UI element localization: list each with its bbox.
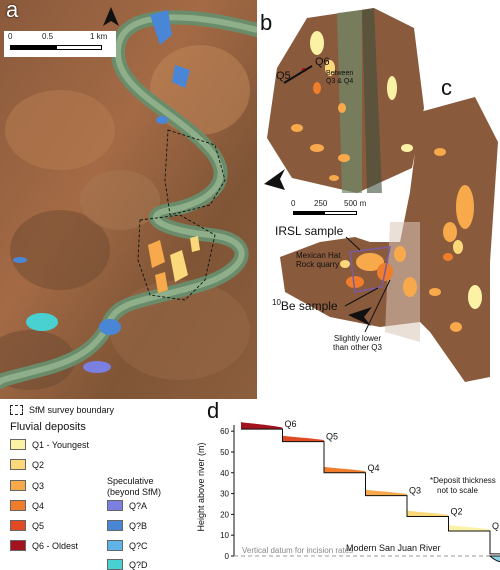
legend-q3-label: Q3 [32, 480, 45, 491]
chart-ylabel: Height above river (m) [196, 442, 206, 531]
be-label-text: Be sample [280, 299, 338, 313]
legend-item-qb: Q?B [107, 520, 147, 531]
deposit-q2 [407, 510, 449, 517]
legend-item-qc: Q?C [107, 540, 148, 551]
b-scale-bar-fill [294, 212, 325, 214]
panel-b-letter: b [260, 10, 273, 35]
legend-qa-label: Q?A [129, 500, 148, 511]
terrace-label-q2: Q2 [451, 506, 463, 516]
legend-q6-label: Q6 - Oldest [32, 540, 79, 551]
legend-item-q1: Q1 - Youngest [10, 439, 89, 450]
swatch-q4 [10, 500, 26, 511]
label-slightly-lower: Slightly lower than other Q3 [333, 334, 382, 352]
datum-label: Vertical datum for incision rates [242, 546, 353, 555]
legend-qb-label: Q?B [129, 520, 148, 531]
north-arrow-b-icon [264, 169, 285, 190]
panel-c-leaders [344, 236, 391, 333]
terrace-profile-line [241, 428, 500, 555]
scale-tick-end: 1 km [90, 32, 108, 41]
legend: SfM survey boundary Fluvial deposits Spe… [0, 402, 190, 570]
dashed-box-icon [10, 405, 23, 415]
y-tick-label-60: 60 [220, 427, 229, 436]
deposit-q1 [448, 525, 490, 532]
panel-a-letter: a [6, 0, 19, 22]
y-tick-label-20: 20 [220, 510, 229, 519]
legend-q1-label: Q1 - Youngest [32, 439, 90, 450]
label-between-q3-q4: Between Q3 & Q4 [326, 70, 354, 85]
panel-c-letter: c [441, 75, 452, 100]
swatch-q1 [10, 439, 26, 450]
terrace-label-q4: Q4 [368, 463, 380, 473]
terrace-chart: Height above river (m) 0 10 20 30 40 50 60 Q6Q… [196, 419, 500, 563]
legend-item-q4: Q4 [10, 500, 44, 511]
river-channel [488, 555, 500, 563]
y-tick-label-50: 50 [220, 448, 229, 457]
terrace-label-q3: Q3 [409, 486, 421, 496]
label-q6: Q6 [315, 56, 330, 68]
legend-item-qa: Q?A [107, 500, 147, 511]
panel-a-scalebar: 0 0.5 1 km [4, 31, 116, 57]
legend-survey-boundary: SfM survey boundary [10, 405, 114, 415]
b-scale-bar-track [293, 211, 357, 215]
panel-a-map: a 0 0.5 1 km [0, 0, 257, 399]
river-label: Modern San Juan River [346, 543, 441, 553]
legend-qc-label: Q?C [129, 540, 148, 551]
swatch-qb [107, 520, 123, 531]
y-tick-label-40: 40 [220, 469, 229, 478]
y-tick-label-10: 10 [220, 531, 229, 540]
deposit-q5 [282, 435, 324, 442]
legend-item-q3: Q3 [10, 480, 44, 491]
label-be-sample: 10Be sample [272, 298, 338, 313]
be-superscript: 10 [272, 298, 281, 307]
deposit-q6 [241, 422, 283, 430]
north-arrow-icon [103, 7, 119, 26]
deposit-q4 [324, 466, 366, 473]
legend-item-q2: Q2 [10, 459, 44, 470]
swatch-qa [107, 500, 123, 511]
swatch-q3 [10, 480, 26, 491]
legend-speculative-title: Speculative (beyond SfM) [107, 476, 162, 497]
terrace-label-q5: Q5 [326, 432, 338, 442]
terrace-label-q1: Q1 [492, 521, 500, 531]
legend-item-q5: Q5 [10, 520, 44, 531]
panel-c-imagery [280, 97, 498, 382]
legend-q4-label: Q4 [32, 500, 45, 511]
b-scale-tick-mid: 250 [314, 199, 328, 208]
terrace-label-q6: Q6 [285, 419, 297, 429]
panel-b-scalebar: 0 250 500 m [288, 199, 368, 221]
panel-d-letter: d [207, 398, 220, 423]
legend-item-qd: Q?D [107, 559, 148, 570]
north-arrow-c-icon [348, 307, 372, 326]
panel-a-imagery [0, 0, 257, 399]
label-quarry: Mexican Hat Rock quarry [296, 251, 341, 269]
scale-bar-fill [11, 46, 57, 49]
swatch-q5 [10, 520, 26, 531]
deposit-q3 [365, 489, 407, 496]
b-scale-tick-0: 0 [291, 199, 296, 208]
legend-survey-label: SfM survey boundary [29, 405, 115, 415]
legend-qd-label: Q?D [129, 559, 148, 570]
swatch-q2 [10, 459, 26, 470]
y-tick-label-30: 30 [220, 490, 229, 499]
swatch-qd [107, 559, 123, 570]
legend-q2-label: Q2 [32, 459, 45, 470]
swatch-q6 [10, 540, 26, 551]
swatch-qc [107, 540, 123, 551]
scale-tick-mid: 0.5 [42, 32, 54, 41]
label-q5: Q5 [276, 70, 291, 82]
label-irsl-sample: IRSL sample [275, 224, 344, 238]
legend-item-q6: Q6 - Oldest [10, 540, 78, 551]
b-scale-tick-end: 500 m [344, 199, 367, 208]
scale-tick-0: 0 [8, 32, 13, 41]
legend-q5-label: Q5 [32, 520, 45, 531]
legend-fluvial-title: Fluvial deposits [10, 421, 86, 433]
y-tick-label-0: 0 [225, 552, 230, 561]
panel-b-imagery [267, 8, 424, 193]
scale-bar-track [10, 45, 102, 50]
